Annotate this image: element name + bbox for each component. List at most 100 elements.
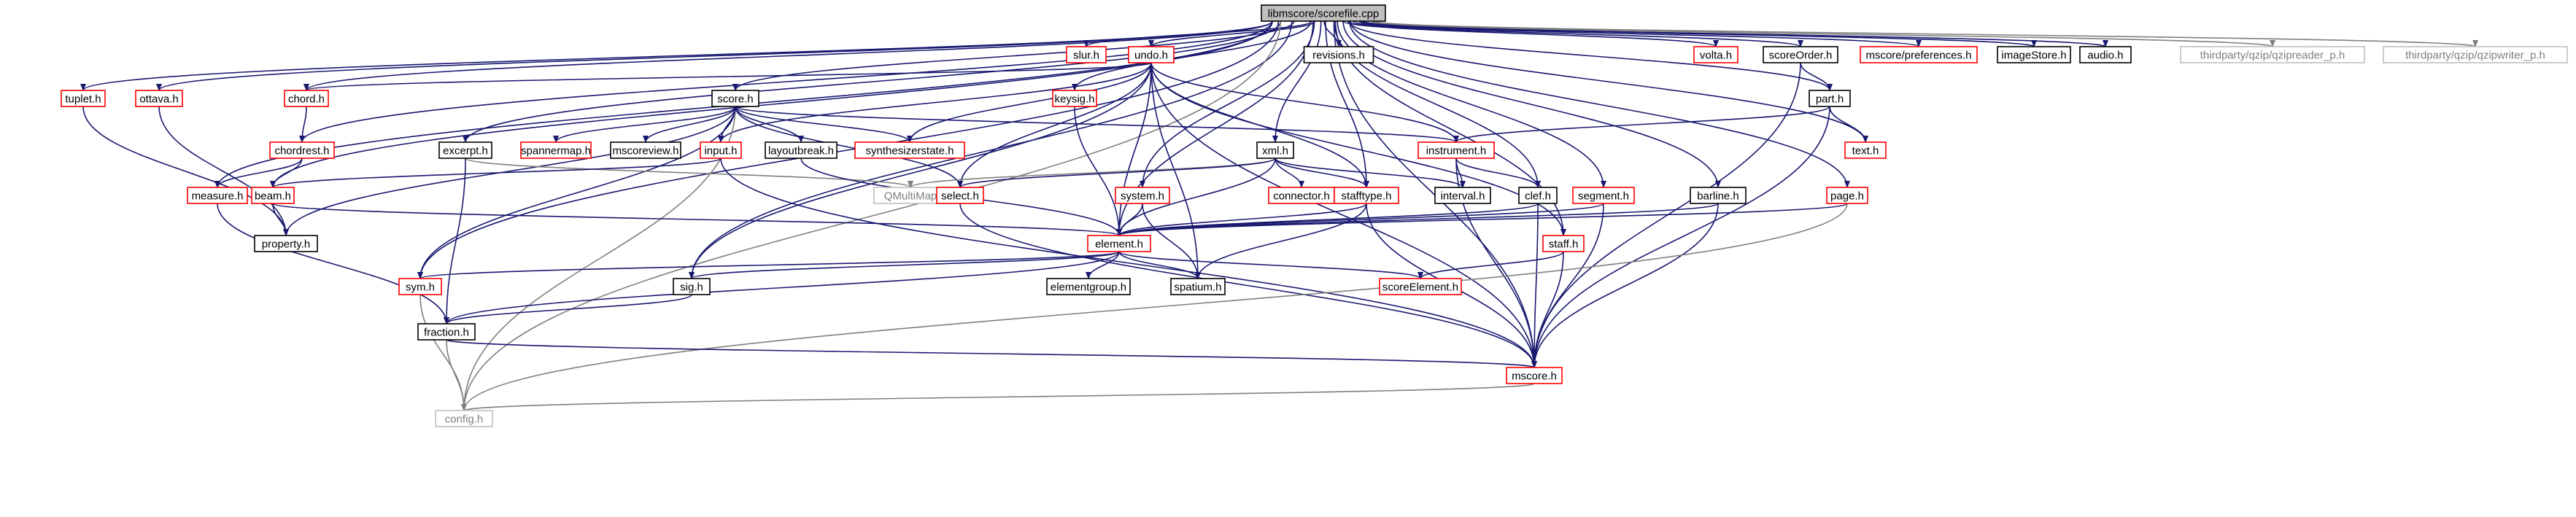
- node-connector[interactable]: connector.h: [1268, 187, 1335, 204]
- node-box-scoreorder: [1763, 46, 1838, 63]
- node-instrument[interactable]: instrument.h: [1417, 141, 1495, 159]
- node-page[interactable]: page.h: [1826, 187, 1868, 204]
- node-ottava[interactable]: ottava.h: [135, 90, 183, 107]
- node-chordrest[interactable]: chordrest.h: [269, 141, 335, 159]
- edge-root-to-barline: [1342, 20, 1721, 188]
- node-audio[interactable]: audio.h: [2079, 46, 2132, 63]
- node-clef[interactable]: clef.h: [1518, 187, 1558, 204]
- node-label-volta: volta.h: [1700, 50, 1732, 62]
- node-label-instrument: instrument.h: [1426, 145, 1487, 158]
- node-label-beam: beam.h: [255, 190, 291, 203]
- node-box-chordrest: [269, 141, 335, 159]
- node-spatium[interactable]: spatium.h: [1170, 278, 1226, 295]
- node-box-staff: [1542, 235, 1585, 252]
- edge-xml-to-stafftype: [1275, 158, 1369, 188]
- node-imagestore[interactable]: imageStore.h: [1997, 46, 2071, 63]
- edge-chordrest-to-measure: [214, 158, 303, 188]
- node-chord[interactable]: chord.h: [284, 90, 329, 107]
- edge-input-to-mscore: [720, 158, 1537, 368]
- node-score[interactable]: score.h: [711, 90, 759, 107]
- node-root[interactable]: libmscore/scorefile.cpp: [1261, 4, 1386, 22]
- node-layoutbreak[interactable]: layoutbreak.h: [765, 141, 838, 159]
- node-label-input: input.h: [704, 145, 737, 158]
- node-sym[interactable]: sym.h: [398, 278, 442, 295]
- edge-root-to-revisions: [1323, 20, 1342, 47]
- node-staff[interactable]: staff.h: [1542, 235, 1585, 252]
- node-mscoreview[interactable]: mscoreview.h: [610, 141, 681, 159]
- edge-undo-to-synthstate: [907, 62, 1152, 143]
- node-measure[interactable]: measure.h: [187, 187, 248, 204]
- node-spannermap[interactable]: spannermap.h: [520, 141, 592, 159]
- node-slur[interactable]: slur.h: [1066, 46, 1107, 63]
- edge-element-to-sym: [417, 251, 1120, 279]
- node-revisions[interactable]: revisions.h: [1303, 46, 1374, 63]
- node-sig[interactable]: sig.h: [673, 278, 711, 295]
- node-label-system: system.h: [1121, 190, 1164, 203]
- edge-barline-to-element: [1116, 203, 1719, 236]
- node-stafftype[interactable]: stafftype.h: [1334, 187, 1399, 204]
- edge-score-to-select: [735, 106, 963, 188]
- node-label-connector: connector.h: [1273, 190, 1330, 203]
- node-box-revisions: [1303, 46, 1374, 63]
- node-excerpt[interactable]: excerpt.h: [438, 141, 492, 159]
- node-label-select: select.h: [941, 190, 979, 203]
- node-undo[interactable]: undo.h: [1128, 46, 1175, 63]
- edge-beam-to-property: [272, 203, 289, 236]
- node-label-root: libmscore/scorefile.cpp: [1268, 8, 1380, 20]
- edge-part-to-instrument: [1453, 106, 1830, 143]
- node-box-undo: [1128, 46, 1175, 63]
- node-box-part: [1809, 90, 1851, 107]
- node-tuplet[interactable]: tuplet.h: [61, 90, 106, 107]
- node-beam[interactable]: beam.h: [251, 187, 295, 204]
- node-keysig[interactable]: keysig.h: [1052, 90, 1097, 107]
- node-barline[interactable]: barline.h: [1690, 187, 1747, 204]
- node-synthstate[interactable]: synthesizerstate.h: [854, 141, 965, 159]
- edge-undo-to-mscore: [1150, 62, 1537, 368]
- node-input[interactable]: input.h: [700, 141, 742, 159]
- edge-undo-to-chord: [303, 62, 1152, 91]
- edge-undo-to-sig: [689, 62, 1152, 279]
- edge-segment-to-element: [1116, 203, 1604, 236]
- node-box-clef: [1518, 187, 1558, 204]
- node-system[interactable]: system.h: [1115, 187, 1170, 204]
- node-element[interactable]: element.h: [1087, 235, 1151, 252]
- edge-chord-to-chordrest: [299, 106, 307, 143]
- edge-select-to-mscore: [959, 203, 1537, 368]
- node-interval[interactable]: interval.h: [1434, 187, 1491, 204]
- node-part[interactable]: part.h: [1809, 90, 1851, 107]
- node-mscore[interactable]: mscore.h: [1506, 367, 1563, 384]
- edge-input-to-beam: [270, 158, 722, 188]
- node-box-layoutbreak: [765, 141, 838, 159]
- node-box-synthstate: [854, 141, 965, 159]
- edge-undo-to-input: [718, 62, 1152, 143]
- node-select[interactable]: select.h: [936, 187, 984, 204]
- node-box-property: [254, 235, 318, 252]
- node-box-text: [1844, 141, 1887, 159]
- edge-root-to-audio: [1361, 20, 2108, 47]
- edge-fraction-to-config: [446, 339, 467, 411]
- node-property[interactable]: property.h: [254, 235, 318, 252]
- edge-undo-to-element: [1116, 62, 1152, 236]
- node-xml[interactable]: xml.h: [1256, 141, 1294, 159]
- edge-root-to-mscore: [1333, 20, 1537, 368]
- node-preferences[interactable]: mscore/preferences.h: [1860, 46, 1978, 63]
- node-text[interactable]: text.h: [1844, 141, 1887, 159]
- node-box-audio: [2079, 46, 2132, 63]
- node-segment[interactable]: segment.h: [1572, 187, 1635, 204]
- node-scoreorder[interactable]: scoreOrder.h: [1763, 46, 1838, 63]
- edge-fraction-to-mscore: [446, 339, 1537, 368]
- node-volta[interactable]: volta.h: [1693, 46, 1738, 63]
- edge-score-to-layoutbreak: [735, 106, 804, 143]
- edge-segment-to-mscore: [1531, 203, 1604, 368]
- node-label-barline: barline.h: [1697, 190, 1739, 203]
- node-fraction[interactable]: fraction.h: [417, 323, 476, 341]
- node-label-text: text.h: [1852, 145, 1879, 158]
- node-label-qzipwriter: thirdparty/qzip/qzipwriter_p.h: [2405, 50, 2545, 62]
- edge-keysig-to-element: [1074, 106, 1122, 236]
- node-scoreelement[interactable]: scoreElement.h: [1379, 278, 1462, 295]
- node-elementgroup[interactable]: elementgroup.h: [1046, 278, 1131, 295]
- node-box-tuplet: [61, 90, 106, 107]
- node-box-input: [700, 141, 742, 159]
- node-box-barline: [1690, 187, 1747, 204]
